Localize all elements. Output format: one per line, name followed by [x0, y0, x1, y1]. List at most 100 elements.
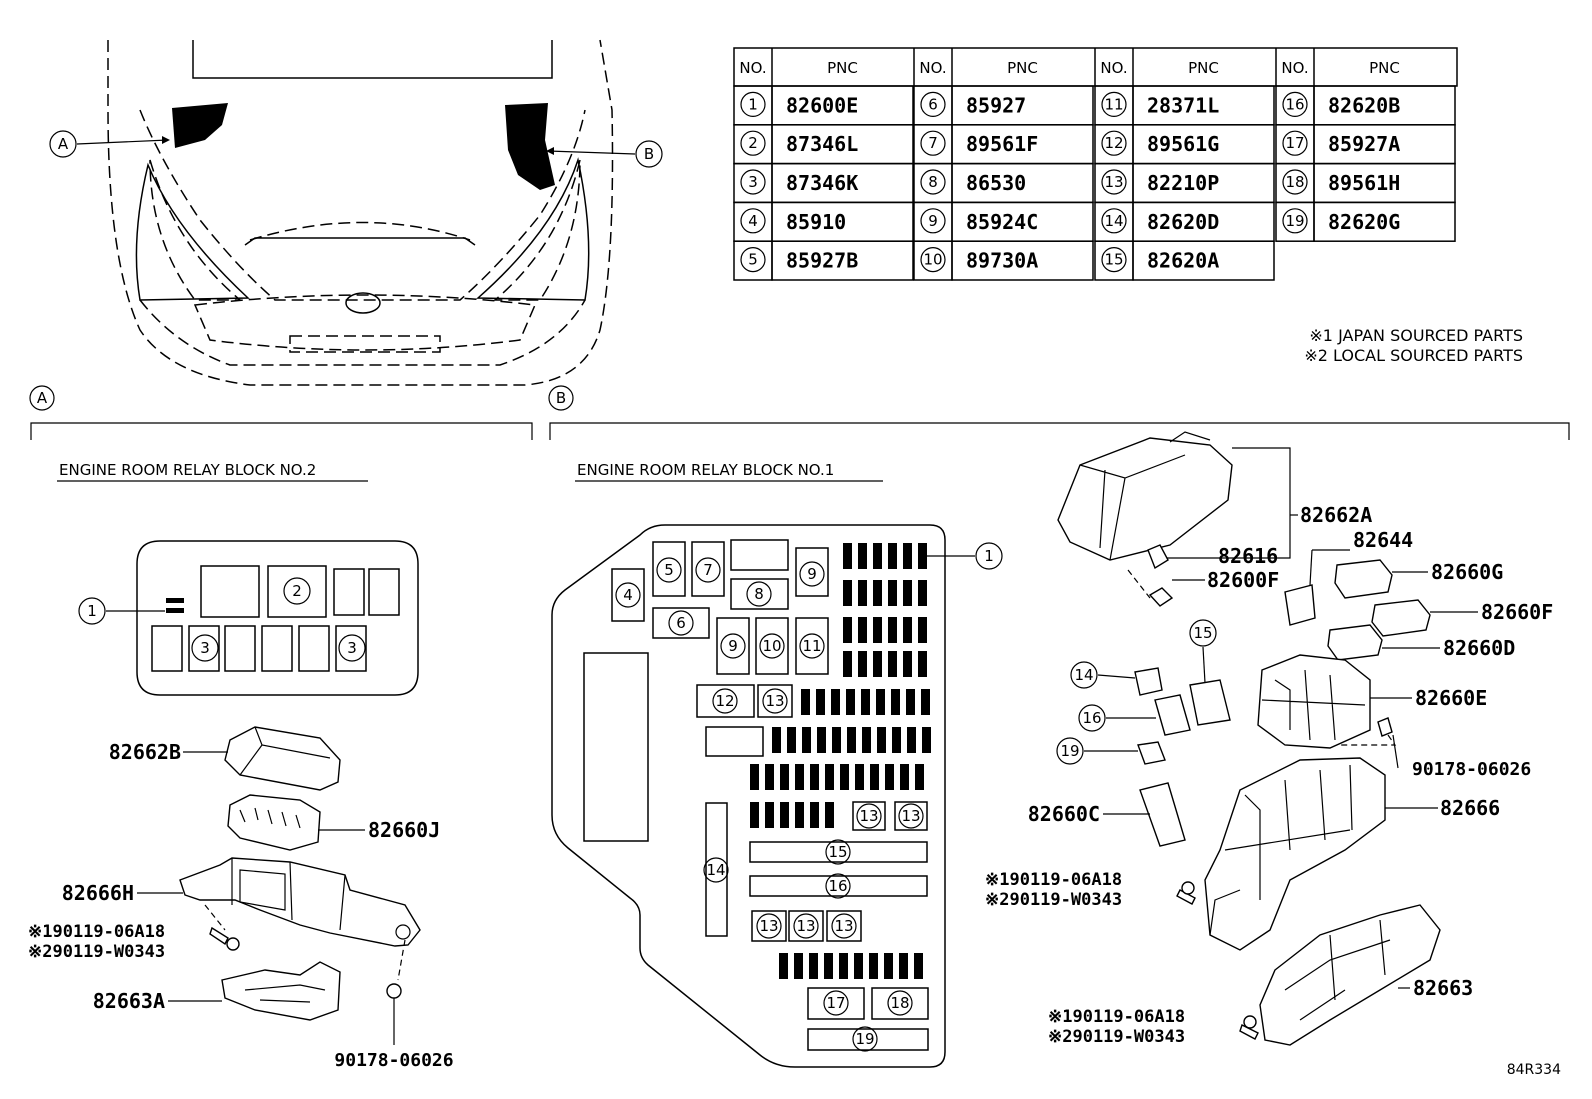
table-no-14: 14: [1104, 212, 1123, 230]
table-no-7-circle: [920, 130, 946, 156]
part-b-bolt2-local: ※290119-W0343: [1048, 1027, 1185, 1047]
table-header-pnc: PNC: [1188, 59, 1219, 77]
table-no-18: 18: [1285, 173, 1304, 191]
table-no-9-circle: [920, 208, 946, 234]
table-no-2-circle: [740, 130, 766, 156]
table-no-12-circle: [1101, 130, 1127, 156]
block1-callout-5-circle: [656, 557, 682, 583]
fuse-mini: [858, 543, 867, 569]
slot-17: [807, 987, 865, 1020]
fuse-mini: [846, 689, 855, 715]
table-no-6: 6: [928, 95, 938, 113]
table-pnc-10: 89730A: [966, 249, 1038, 273]
block1-callout-10-circle: [759, 633, 785, 659]
note-japan-sourced: ※1 JAPAN SOURCED PARTS: [1309, 326, 1523, 345]
table-no-19-circle: [1282, 208, 1308, 234]
block1-callout-11: 11: [802, 637, 821, 655]
fuse-mini: [847, 727, 856, 753]
block2-callout-2: 2: [292, 582, 302, 600]
section-a-title: ENGINE ROOM RELAY BLOCK NO.2: [59, 461, 316, 479]
block1-callout-14-circle: [703, 857, 729, 883]
table-no-12: 12: [1104, 134, 1123, 152]
block1-callout-19-circle: [852, 1026, 878, 1052]
fuse-mini: [779, 953, 788, 979]
table-no-3-circle: [740, 169, 766, 195]
table-pnc-19: 82620G: [1328, 210, 1400, 234]
part-b-bolt2-japan: ※190119-06A18: [1048, 1007, 1185, 1027]
table-no-13-circle: [1101, 169, 1127, 195]
table-no-17-circle: [1282, 130, 1308, 156]
marker-b-circle: [635, 140, 663, 168]
slot-4: [611, 568, 645, 622]
part-82666-label: 82666: [1440, 796, 1500, 820]
fuse-mini: [888, 580, 897, 606]
block1-callout-13b-circle: [856, 803, 882, 829]
fuse-mini: [858, 580, 867, 606]
block1-callout-1-circle: [975, 542, 1003, 570]
part-a-bolt-japan: ※190119-06A18: [28, 922, 165, 942]
table-no-5-circle: [740, 247, 766, 273]
part-b-clip-label: 90178-06026: [1412, 759, 1531, 780]
table-no-4: 4: [748, 212, 758, 230]
block1-callout-5: 5: [664, 561, 674, 579]
slot-6: [652, 607, 710, 639]
diagram-code: 84R334: [1507, 1062, 1561, 1078]
slot-15: [749, 841, 928, 863]
block1-callout-8-circle: [746, 581, 772, 607]
part-a-bolt-local: ※290119-W0343: [28, 942, 165, 962]
slot-13b: [852, 801, 886, 831]
part-82616-label: 82616: [1218, 544, 1278, 568]
fuse-mini: [839, 953, 848, 979]
table-no-5: 5: [748, 251, 758, 269]
table-no-6-circle: [920, 91, 946, 118]
fuse-mini: [787, 727, 796, 753]
fuse-mini: [888, 651, 897, 677]
block1-callout-13d: 13: [759, 917, 778, 935]
part-82666H-label: 82666H: [62, 881, 134, 905]
fuse-mini: [832, 727, 841, 753]
fuse-mini: [795, 802, 804, 828]
table-no-13: 13: [1104, 173, 1123, 191]
fuse-mini: [862, 727, 871, 753]
block1-callout-13f: 13: [834, 917, 853, 935]
block1-callout-13a: 13: [765, 692, 784, 710]
fuse-mini: [810, 764, 819, 790]
fuse-mini: [877, 727, 886, 753]
block1-callout-13f-circle: [831, 913, 857, 939]
table-cell-pnc: [1313, 201, 1456, 242]
part-b-bolt1-japan: ※190119-06A18: [985, 870, 1122, 890]
block1-callout-13b: 13: [859, 807, 878, 825]
part-b-bolt1-local: ※290119-W0343: [985, 890, 1122, 910]
fuse-mini: [772, 727, 781, 753]
table-no-10: 10: [923, 251, 942, 269]
section-b-label: B: [556, 389, 566, 407]
fuse-mini: [885, 764, 894, 790]
slot-5: [652, 541, 686, 597]
part-82663A-label: 82663A: [93, 989, 165, 1013]
slot-12: [696, 684, 755, 718]
slot-7: [691, 541, 725, 597]
relay-block-no2: 1 2 3 3: [78, 540, 419, 696]
table-no-3: 3: [748, 173, 758, 191]
table-cell-pnc: [951, 240, 1094, 281]
table-header-no: NO.: [739, 59, 766, 77]
block1-callout-16-circle: [825, 873, 851, 899]
fuse-mini: [780, 764, 789, 790]
table-pnc-18: 89561H: [1328, 171, 1400, 195]
block1-callout-6: 6: [676, 614, 686, 632]
block1-callout-13d-circle: [756, 913, 782, 939]
fuse-mini: [816, 689, 825, 715]
fuse-mini: [795, 764, 804, 790]
block1-callout-1: 1: [984, 547, 994, 565]
table-cell-pnc: [771, 240, 914, 281]
marker-a-label: A: [58, 135, 69, 153]
table-no-9: 9: [928, 212, 938, 230]
block1-callout-12-circle: [712, 688, 738, 714]
fuse-mini: [858, 617, 867, 643]
part-82662A-label: 82662A: [1300, 503, 1372, 527]
slot-9-top: [795, 547, 829, 597]
table-pnc-8: 86530: [966, 171, 1026, 195]
block1-callout-18-circle: [887, 990, 913, 1016]
table-header-no: NO.: [1100, 59, 1127, 77]
